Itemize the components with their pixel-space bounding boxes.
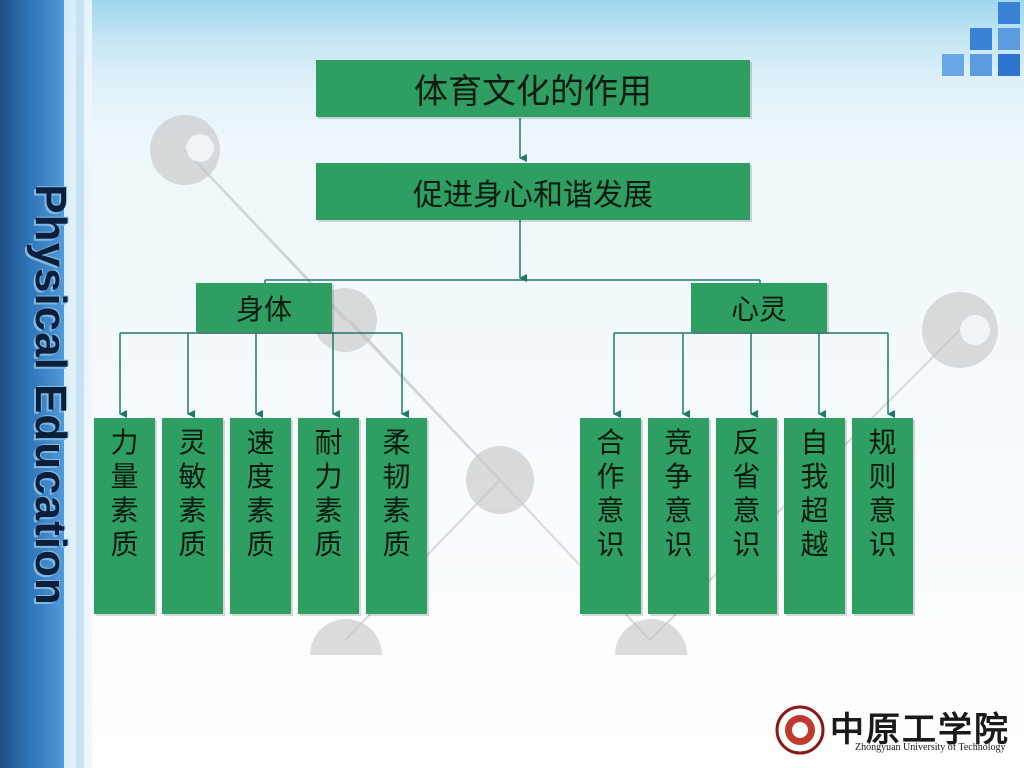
mind-box: 心灵 xyxy=(691,283,827,332)
title-box: 体育文化的作用 xyxy=(316,60,750,117)
university-logo: 中原工学院 Zhongyuan University of Technology xyxy=(770,700,1020,760)
node-strength: 力量素质 xyxy=(94,418,155,614)
university-emblem-icon xyxy=(775,705,825,755)
node-reflection: 反省意识 xyxy=(716,418,777,614)
node-endurance: 耐力素质 xyxy=(298,418,359,614)
node-rules: 规则意识 xyxy=(852,418,913,614)
university-name-en: Zhongyuan University of Technology xyxy=(855,742,1006,753)
body-box: 身体 xyxy=(196,283,332,332)
node-cooperation: 合作意识 xyxy=(580,418,641,614)
sidebar xyxy=(0,0,64,768)
node-speed: 速度素质 xyxy=(230,418,291,614)
node-self-transcendence: 自我超越 xyxy=(784,418,845,614)
sidebar-stripe xyxy=(76,0,84,768)
node-flexibility: 柔韧素质 xyxy=(366,418,427,614)
harmony-box: 促进身心和谐发展 xyxy=(316,163,750,220)
node-competition: 竞争意识 xyxy=(648,418,709,614)
university-name-cn: 中原工学院 xyxy=(830,710,1010,750)
node-agility: 灵敏素质 xyxy=(162,418,223,614)
